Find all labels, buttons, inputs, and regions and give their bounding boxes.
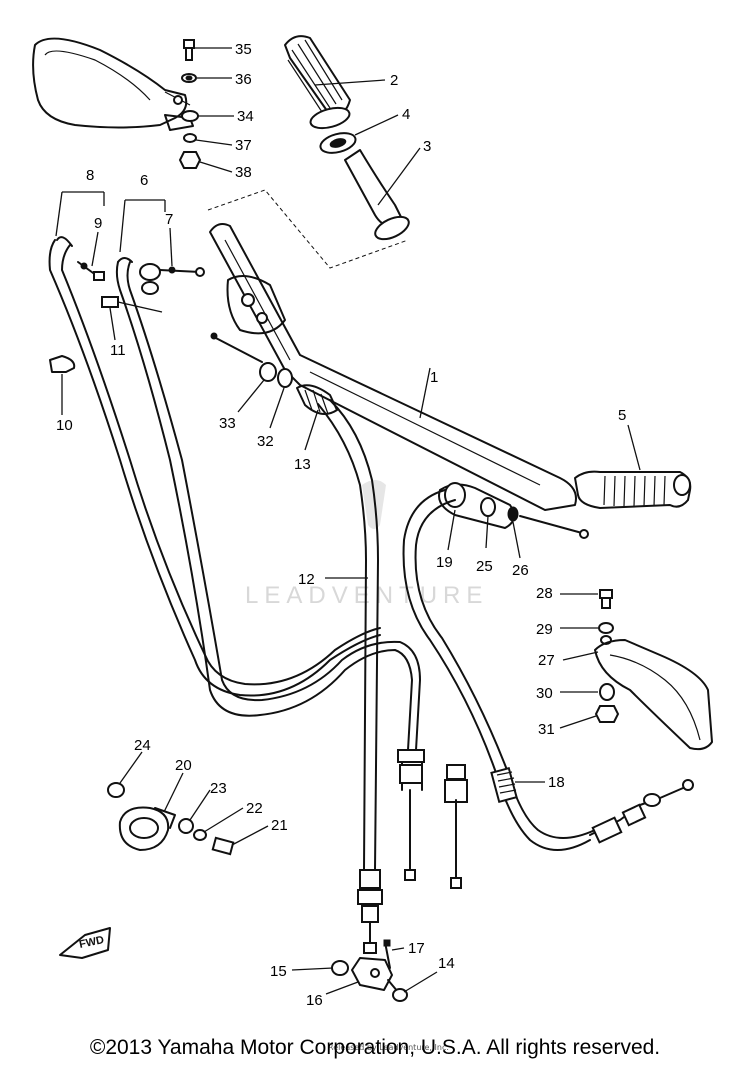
callout-29: 29	[536, 621, 553, 638]
clutch-mount	[438, 482, 589, 539]
callout-16: 16	[306, 992, 323, 1009]
callout-25: 25	[476, 558, 493, 575]
callout-32: 32	[257, 433, 274, 450]
callout-26: 26	[512, 562, 529, 579]
callout-13: 13	[294, 456, 311, 473]
callout-7: 7	[165, 211, 173, 228]
cable-clamps	[49, 261, 205, 373]
throttle-grip-assembly	[284, 35, 410, 241]
callout-21: 21	[271, 817, 288, 834]
callout-12: 12	[298, 571, 315, 588]
cables	[48, 236, 694, 954]
callout-35: 35	[235, 41, 252, 58]
callout-9: 9	[94, 215, 102, 232]
left-grip	[574, 470, 692, 509]
lever-holder	[594, 589, 713, 751]
callout-6: 6	[140, 172, 148, 189]
callout-28: 28	[536, 585, 553, 602]
callouts: 1 2 3 4 5 6 7 8 9 10 11 12 13 14 15 16 1…	[55, 41, 641, 1009]
callout-30: 30	[536, 685, 553, 702]
callout-23: 23	[210, 780, 227, 797]
callout-20: 20	[175, 757, 192, 774]
grip-guide-line	[207, 189, 409, 269]
callout-38: 38	[235, 164, 252, 181]
callout-14: 14	[438, 955, 455, 972]
fwd-label: FWD	[78, 934, 105, 951]
callout-11: 11	[110, 342, 126, 359]
fwd-arrow-marker: FWD	[59, 927, 111, 959]
callout-18: 18	[548, 774, 565, 791]
callout-33: 33	[219, 415, 236, 432]
left-mirror	[32, 37, 194, 131]
callout-36: 36	[235, 71, 252, 88]
throttle-linkage	[331, 939, 408, 1002]
mirror-bracket	[107, 782, 235, 856]
callout-22: 22	[246, 800, 263, 817]
callout-3: 3	[423, 138, 431, 155]
callout-5: 5	[618, 407, 626, 424]
callout-24: 24	[134, 737, 151, 754]
callout-37: 37	[235, 137, 252, 154]
callout-4: 4	[402, 106, 410, 123]
overlay-text: Released by Leadventure, Inc.	[328, 1043, 449, 1052]
watermark: LEADVENTURE	[245, 480, 488, 609]
callout-15: 15	[270, 963, 287, 980]
watermark-text: LEADVENTURE	[245, 582, 488, 609]
callout-27: 27	[538, 652, 555, 669]
mirror-fasteners	[178, 39, 202, 169]
copyright-notice: ©2013 Yamaha Motor Corporation, U.S.A. A…	[89, 1036, 661, 1059]
callout-31: 31	[538, 721, 555, 738]
callout-34: 34	[237, 108, 254, 125]
callout-19: 19	[436, 554, 453, 571]
callout-1: 1	[430, 369, 438, 386]
callout-17: 17	[408, 940, 425, 957]
callout-2: 2	[390, 72, 398, 89]
callout-8: 8	[86, 167, 94, 184]
throttle-housing	[259, 362, 338, 415]
callout-10: 10	[56, 417, 73, 434]
